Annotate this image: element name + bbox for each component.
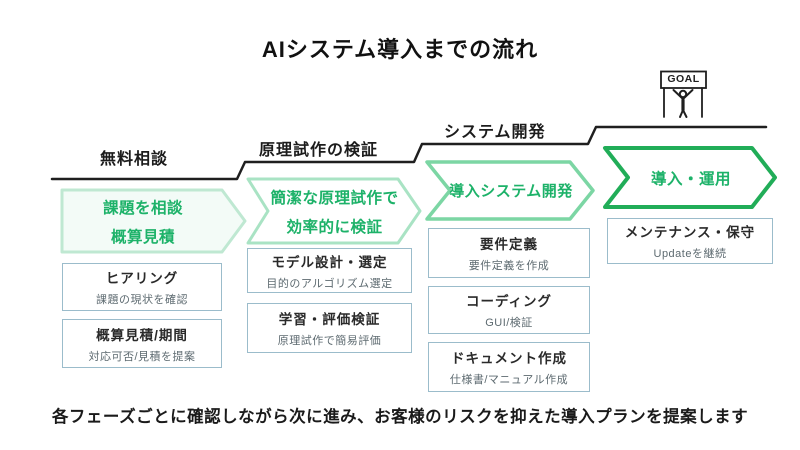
- goal-icon: [660, 70, 707, 118]
- step-title: ヒアリング: [105, 271, 179, 286]
- phase1-chevron-shape: [60, 188, 247, 254]
- phase3-chevron-shape: [425, 160, 595, 221]
- step-subtitle: 目的のアルゴリズム選定: [266, 277, 393, 290]
- phase2-label: 原理試作の検証: [259, 142, 379, 159]
- step-title: 学習・評価検証: [278, 312, 381, 327]
- step-title: ドキュメント作成: [451, 351, 567, 366]
- step-title: 要件定義: [480, 237, 538, 252]
- phase2-chevron-line2: 効率的に検証: [286, 218, 383, 236]
- step-subtitle: 対応可否/見積を提案: [88, 350, 196, 363]
- phase1-chevron-text: 課題を相談 概算見積: [62, 192, 224, 250]
- phase3-chevron-line1: 導入システム開発: [449, 183, 573, 200]
- step-box: メンテナンス・保守 Updateを継続: [607, 218, 773, 264]
- step-title: モデル設計・選定: [271, 254, 388, 270]
- step-subtitle: 課題の現状を確認: [96, 294, 188, 306]
- goal-icon-label: GOAL: [667, 73, 700, 85]
- phase2-chevron-shape: [246, 177, 422, 245]
- step-box: コーディング GUI/検証: [428, 286, 590, 334]
- step-subtitle: 仕様書/マニュアル作成: [449, 374, 569, 386]
- step-box: ドキュメント作成 仕様書/マニュアル作成: [428, 342, 590, 392]
- step-box: 学習・評価検証 原理試作で簡易評価: [247, 303, 412, 353]
- step-subtitle: 要件定義を作成: [468, 260, 550, 272]
- step-title: 概算見積/期間: [96, 327, 188, 343]
- step-subtitle: Updateを継続: [653, 248, 727, 260]
- phase3-label: システム開発: [444, 124, 546, 141]
- phase1-label: 無料相談: [100, 151, 169, 168]
- step-box: モデル設計・選定 目的のアルゴリズム選定: [247, 248, 412, 293]
- phase4-chevron-text: 導入・運用: [626, 150, 756, 205]
- step-title: コーディング: [465, 294, 553, 309]
- phase3-chevron-text: 導入システム開発: [448, 164, 574, 217]
- step-title: メンテナンス・保守: [624, 225, 756, 240]
- footer-note: 各フェーズごとに確認しながら次に進み、お客様のリスクを抑えた導入プランを提案しま…: [51, 408, 749, 426]
- step-subtitle: GUI/検証: [485, 317, 533, 329]
- phase2-chevron-line1: 簡潔な原理試作で: [270, 189, 399, 207]
- phase4-chevron-line1: 導入・運用: [650, 170, 731, 188]
- phase1-chevron-line2: 概算見積: [110, 228, 175, 246]
- page-title: AIシステム導入までの流れ: [261, 37, 539, 62]
- phase1-chevron-line1: 課題を相談: [102, 199, 183, 217]
- step-box: 概算見積/期間 対応可否/見積を提案: [62, 319, 222, 368]
- step-subtitle: 原理試作で簡易評価: [277, 335, 382, 347]
- phase2-chevron-text: 簡潔な原理試作で 効率的に検証: [262, 181, 407, 241]
- step-box: ヒアリング 課題の現状を確認: [62, 263, 222, 311]
- phase4-chevron-shape: [603, 146, 777, 209]
- staircase-line: [50, 125, 768, 181]
- step-box: 要件定義 要件定義を作成: [428, 228, 590, 278]
